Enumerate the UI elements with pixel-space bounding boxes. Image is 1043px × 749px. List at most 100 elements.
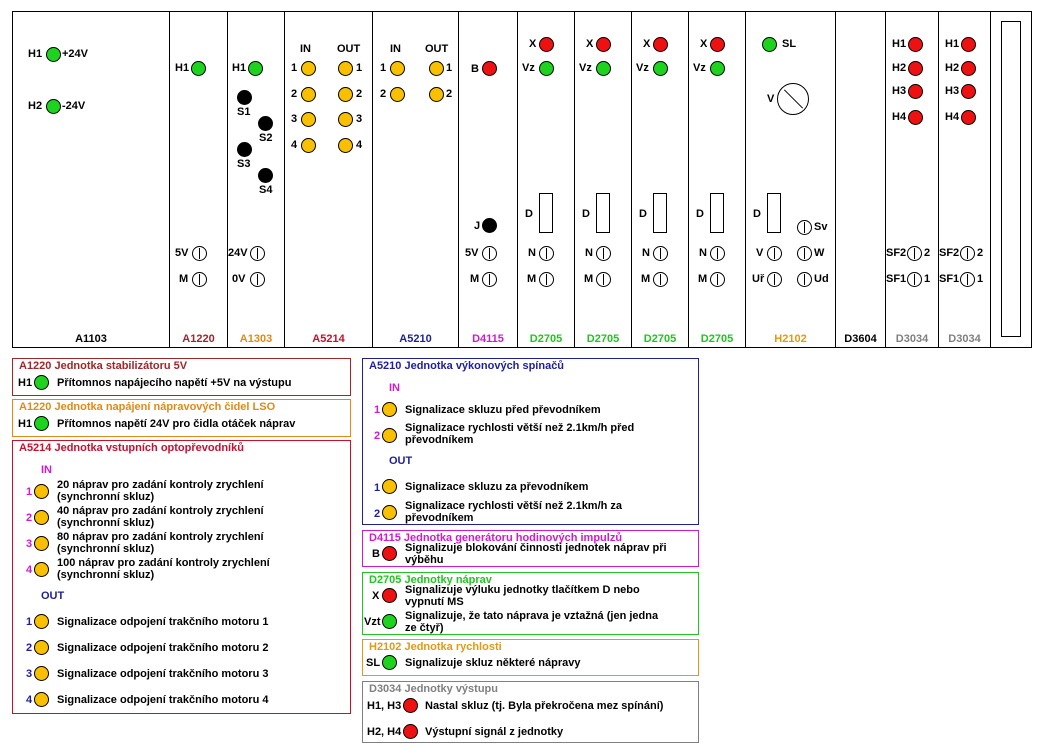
a5210-in-2-label: 2 [380,88,387,100]
d2705-2-n-label: N [585,247,593,259]
h2102-ud-socket [797,272,812,287]
d2705-1-x-label: X [529,38,537,50]
legend-a5210-in-1-line1: Signalizace skluzu před převodníkem [405,404,601,416]
d2705-3-d-slot [653,193,667,233]
legend-d2705-vzt-line1: Signalizuje, že tato náprava je vztažná … [405,610,659,622]
a1303-0v-socket [250,272,265,287]
legend-d4115-line2: výběhu [405,554,444,566]
a1303-s4-button [258,168,273,183]
legend-d3034-h13-desc: Nastal skluz (tj. Byla překročena mez sp… [425,700,664,712]
module-d3034-2: H1 H2 H3 H4 SF2 2 SF1 1 D3034 [939,12,991,347]
d2705-3-n-socket [653,246,668,261]
legend-a5214-in-4-number: 4 [26,564,33,576]
blank-panel [1001,21,1021,337]
a5214-out-4-label: 4 [356,139,363,151]
legend-a5214-in-3-led [34,536,49,551]
module-a1103: H1 +24V H2 -24V A1103 [13,12,170,347]
module-label-d3034-1: D3034 [895,333,929,345]
legend-d4115-title: D4115 Jednotka generátoru hodinových imp… [369,532,623,544]
legend-a1220-h1-label: H1 [18,377,33,389]
legend-a1303-desc: Přítomnos napětí 24V pro čidla otáček ná… [57,418,296,430]
d2705-1-m-socket [539,272,554,287]
legend-a5214-out-1-number: 1 [26,616,33,628]
module-h2102: SL V D Sv V W Uř Ud H2102 [746,12,836,347]
a5214-in-3-led [301,112,316,127]
a1303-0v-label: 0V [232,273,246,285]
legend-d3034: D3034 Jednotky výstupu H1, H3 Nastal skl… [362,681,699,743]
a5210-in-2-led [390,87,405,102]
d2705-4-d-label: D [696,208,704,220]
h2102-sl-label: SL [782,38,797,50]
d2705-2-d-label: D [582,208,590,220]
legend-a5214-in-4-led [34,562,49,577]
module-d2705-3: X Vz D N M D2705 [632,12,689,347]
d3034-1-h1-led [908,37,923,52]
a5214-out-2-led [338,87,353,102]
legend-a5210-out-1-line1: Signalizace skluzu za převodníkem [405,481,589,493]
a1220-5v-socket [192,246,207,261]
a1303-s3-label: S3 [237,158,251,170]
d2705-2-x-label: X [586,38,594,50]
d3034-2-sf1-label: SF1 [939,273,960,285]
d2705-1-d-slot [539,193,553,233]
a1103-h2-value: -24V [62,100,86,112]
legend-d4115-line1: Signalizuje blokování činnosti jednotek … [405,542,667,554]
d2705-2-vz-led [596,61,611,76]
legend-d4115-b-label: B [372,548,380,560]
legend-a5214-in-4-line1: 100 náprav pro zadání kontroly zrychlení [57,557,270,569]
module-label-d2705-1: D2705 [529,333,563,345]
d2705-4-m-socket [710,272,725,287]
d3034-2-h2-label: H2 [945,62,960,74]
d2705-1-n-label: N [528,247,536,259]
legend-a5214-in-2-led [34,510,49,525]
legend-a5214-out-1-led [34,614,49,629]
a1220-m-socket [192,272,207,287]
d2705-4-n-socket [710,246,725,261]
legend-d2705-x-label: X [372,590,380,602]
legend-d3034-h24-desc: Výstupní signál z jednotky [425,726,564,738]
d2705-1-x-led [539,37,554,52]
a5214-in-3-label: 3 [291,113,298,125]
a5210-out-label: OUT [425,43,449,55]
a5210-in-1-led [390,61,405,76]
a5214-in-2-label: 2 [291,88,298,100]
d2705-4-m-label: M [698,273,708,285]
d3034-1-h4-led [908,110,923,125]
legend-a5214-in-2-line2: (synchronní skluz) [57,517,155,529]
a1103-h2-label: H2 [28,100,43,112]
legend-a1303-h1-label: H1 [18,418,33,430]
legend-a5210-in-heading: IN [389,382,400,394]
h2102-d-label: D [753,208,761,220]
module-label-d2705-3: D2705 [643,333,677,345]
legend-d4115: D4115 Jednotka generátoru hodinových imp… [362,530,699,567]
h2102-d-slot [767,193,781,233]
legend-a5214: A5214 Jednotka vstupních optopřevodníků … [12,440,351,714]
module-label-a1303: A1303 [239,333,273,345]
legend-a5214-in-3-line2: (synchronní skluz) [57,543,155,555]
legend-a5210-in-2-line2: převodníkem [405,434,474,446]
d3034-2-h3-led [961,84,976,99]
a5214-out-1-label: 1 [356,62,363,74]
h2102-v2-label: V [756,247,764,259]
module-label-d3034-2: D3034 [948,333,981,345]
a1303-s3-button [237,142,252,157]
legend-a5214-in-3-line1: 80 náprav pro zadání kontroly zrychlení [57,531,264,543]
legend-a5214-out-4-led [34,692,49,707]
legend-a5214-out-3-led [34,666,49,681]
a5214-out-1-led [338,61,353,76]
h2102-ud-label: Ud [814,273,829,285]
legend-a5210-out-1-number: 1 [374,482,381,494]
legend-a5214-out-3-text: Signalizace odpojení trakčního motoru 3 [57,668,269,680]
d3034-1-h3-label: H3 [892,85,907,97]
d4115-5v-label: 5V [465,247,479,259]
module-label-a1103: A1103 [75,333,107,345]
h2102-v-label: V [767,93,775,105]
legend-h2102: H2102 Jednotka rychlosti SL Signalizuje … [362,639,699,676]
d2705-2-n-socket [596,246,611,261]
d2705-3-vz-label: Vz [636,62,649,74]
d3034-1-sf1-socket [907,272,922,287]
d3034-2-h2-led [961,61,976,76]
d3034-2-h3-label: H3 [945,85,960,97]
d2705-4-x-led [710,37,725,52]
legend-d2705-vzt-label: Vzt [364,616,381,628]
